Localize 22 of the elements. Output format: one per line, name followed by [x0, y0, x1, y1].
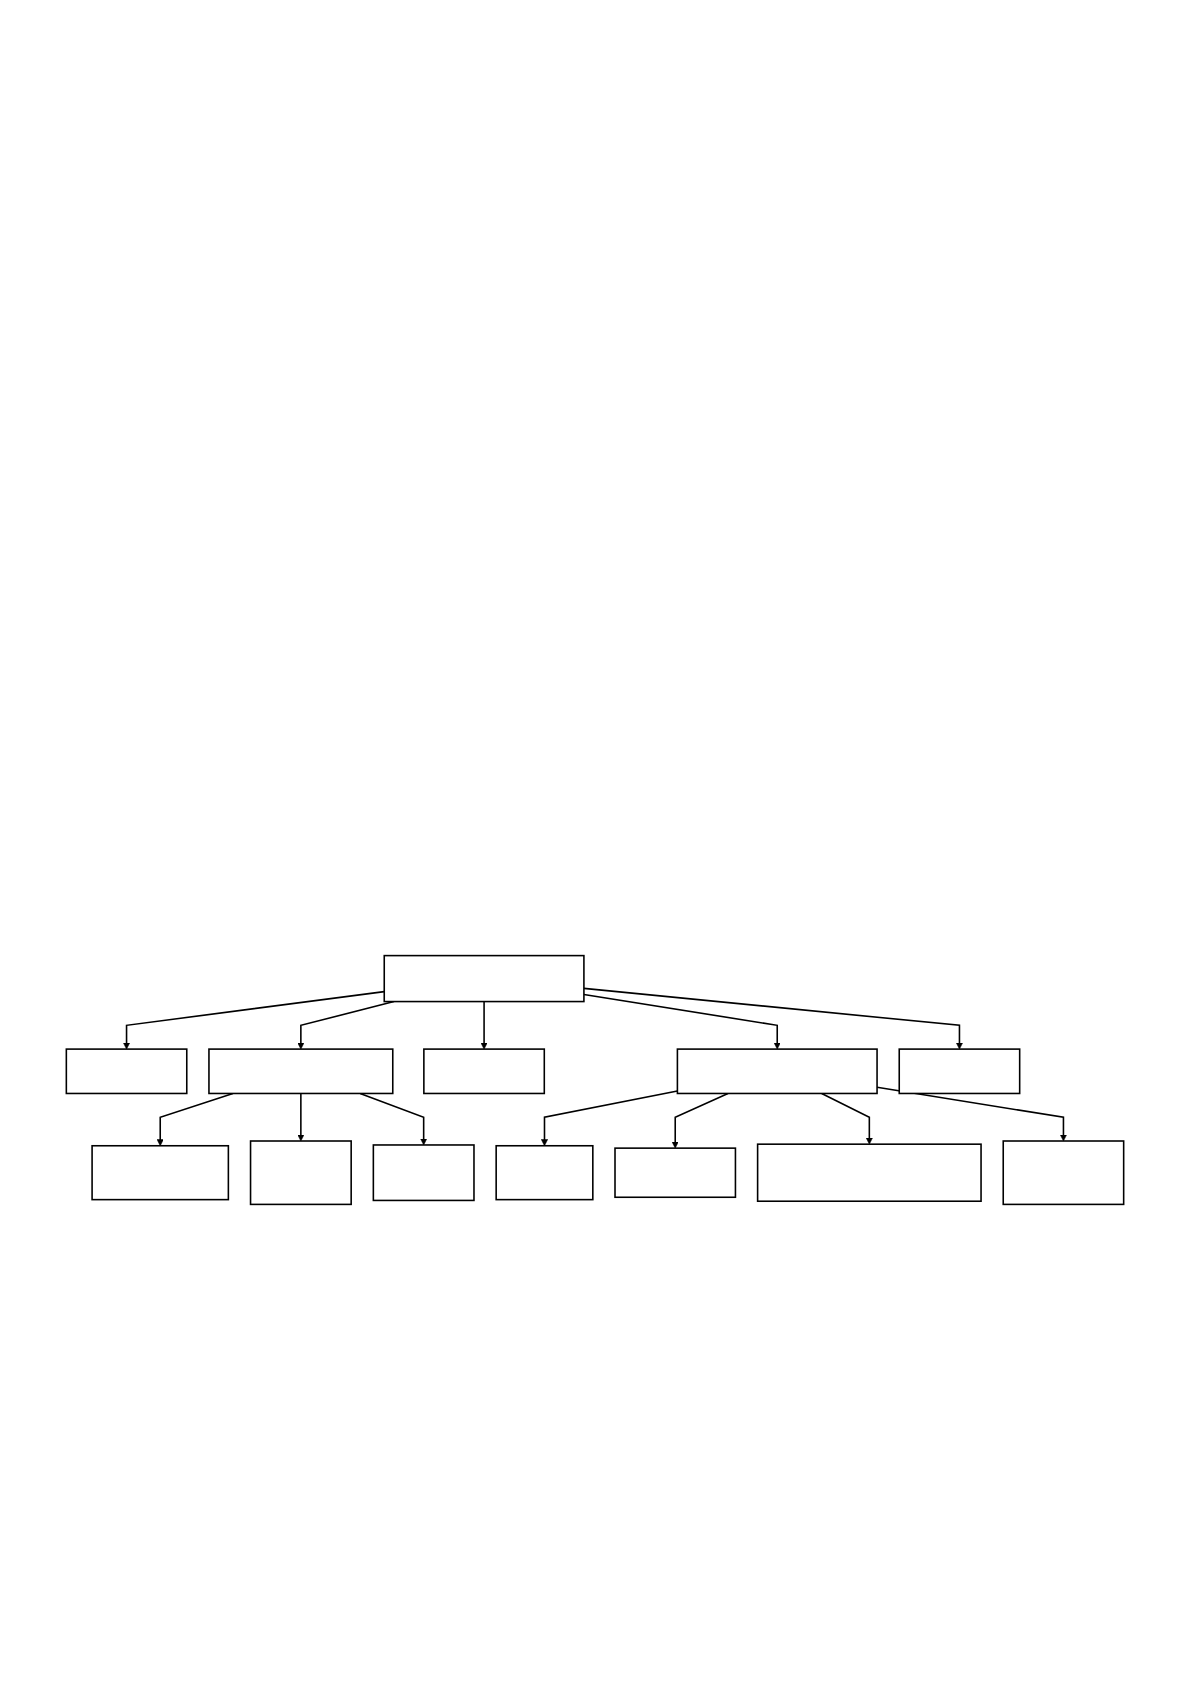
arrow [359, 1092, 428, 1146]
arrow [583, 993, 781, 1050]
arrow [671, 1092, 729, 1149]
arrow [297, 1092, 305, 1142]
empty-box [249, 1140, 352, 1206]
arrow [820, 1092, 873, 1145]
empty-box [676, 1048, 878, 1095]
empty-box [495, 1144, 594, 1201]
empty-box [423, 1048, 546, 1095]
empty-box [372, 1144, 475, 1202]
arrow [583, 987, 963, 1050]
empty-box [91, 1144, 230, 1201]
empty-box [383, 954, 585, 1003]
empty-box [1002, 1140, 1125, 1206]
empty-box [614, 1147, 737, 1199]
arrow [480, 1000, 488, 1050]
empty-box [65, 1048, 188, 1095]
arrow [156, 1092, 234, 1147]
arrow [541, 1090, 679, 1147]
empty-box [208, 1048, 394, 1095]
empty-box [756, 1143, 982, 1202]
empty-box [898, 1048, 1021, 1095]
